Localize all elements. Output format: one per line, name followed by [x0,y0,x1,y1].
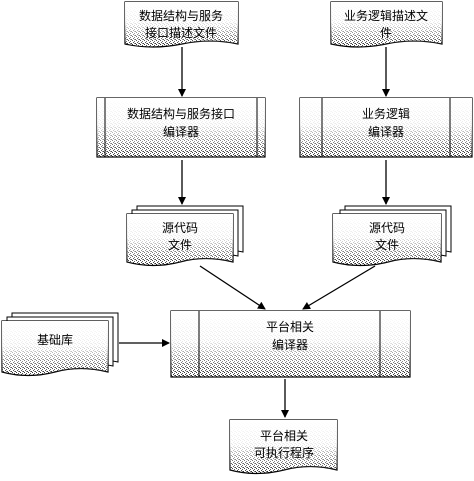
source-left-node: 源代码 文件 [126,205,244,267]
base-library-label: 基础库 [37,332,73,347]
arrow-source-left-to-platform [199,265,266,310]
source-left-label-2: 文件 [168,237,192,252]
base-library-node: 基础库 [1,312,119,377]
compiler-data-interface-node: 数据结构与服务接口 编译器 [96,97,266,158]
compiler-business-logic-label-2: 编译器 [368,124,404,139]
doc-business-logic-node: 业务逻辑描述文 件 [330,1,443,48]
compiler-business-logic-label-1: 业务逻辑 [362,106,410,121]
doc-data-interface-label-2: 接口描述文件 [145,25,217,40]
source-right-label-1: 源代码 [369,221,405,235]
compiler-platform-label-2: 编译器 [272,337,308,352]
source-left-label-1: 源代码 [162,221,198,235]
compiler-platform-label-1: 平台相关 [266,319,314,334]
doc-business-logic-label-1: 业务逻辑描述文 [344,8,428,23]
source-right-node: 源代码 文件 [332,205,452,267]
compiler-data-interface-label-2: 编译器 [163,124,199,139]
doc-business-logic-label-2: 件 [380,26,392,40]
executable-label-1: 平台相关 [260,428,308,443]
executable-label-2: 可执行程序 [254,445,314,460]
compiler-business-logic-node: 业务逻辑 编译器 [299,97,473,158]
arrow-source-right-to-platform [302,265,376,310]
doc-data-interface-node: 数据结构与服务 接口描述文件 [124,1,239,48]
executable-node: 平台相关 可执行程序 [229,419,338,475]
source-right-label-2: 文件 [375,237,399,252]
compiler-platform-node: 平台相关 编译器 [170,310,411,378]
compiler-data-interface-label-1: 数据结构与服务接口 [127,106,235,121]
doc-data-interface-label-1: 数据结构与服务 [139,8,223,23]
